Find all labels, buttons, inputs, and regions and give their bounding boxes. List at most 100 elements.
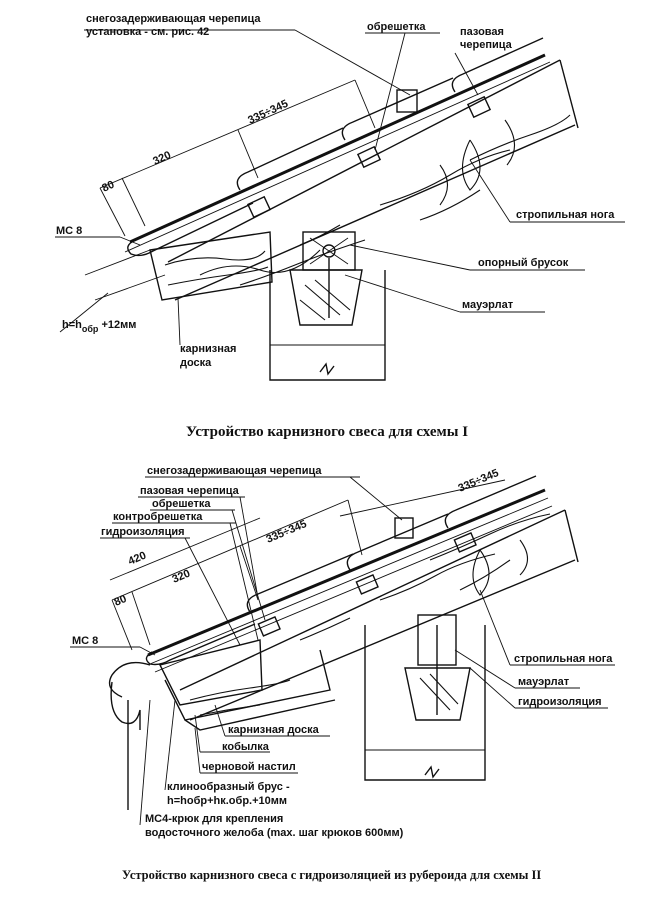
tile-2 (236, 127, 344, 191)
leader2-rafter (479, 589, 511, 666)
leader-batten (374, 32, 406, 151)
tile-3 (341, 77, 454, 141)
leader-rafter (469, 159, 511, 223)
h-dim-line-top (84, 249, 151, 276)
leader2-groove (239, 496, 259, 599)
batten2-1 (257, 616, 281, 637)
dim2-80-label: 80 (112, 593, 128, 609)
leader2-eaves (214, 704, 226, 737)
rafter2-end-cut (564, 509, 579, 563)
tile2-4 (444, 475, 537, 529)
leader2-wedge (164, 699, 176, 791)
support-bar-bolt (322, 244, 336, 258)
diagram-1: 80 320 335÷345 снегозадерживающая черепи… (55, 13, 625, 381)
dim2-335b-label: 335÷345 (456, 467, 500, 495)
leader2-ms8 (139, 646, 156, 656)
label-eaves-board-1: карнизная (180, 343, 236, 355)
label2-snow-tile: снегозадерживающая черепица (147, 465, 322, 477)
h-leader (59, 292, 109, 333)
snow-tile-block (396, 89, 418, 113)
dim2-ext-3 (239, 545, 259, 601)
eaves2-grain (189, 679, 291, 716)
dim-ext-1 (99, 187, 126, 237)
label2-batten: обрешетка (152, 498, 211, 510)
leader-mauerlat (344, 274, 461, 313)
leader2-counter (229, 522, 259, 641)
label-ms8: МС 8 (56, 225, 82, 237)
rafter2-bottom-edge (189, 559, 576, 721)
dim2-320-label: 320 (170, 568, 192, 586)
label-snow-tile-note: установка - см. рис. 42 (86, 26, 209, 38)
label2-waterproof-right: гидроизоляция (518, 696, 602, 708)
mauerlat (289, 269, 363, 326)
mauerlat2 (404, 667, 471, 721)
label-rafter: стропильная нога (516, 209, 615, 221)
roof-underlay-line (124, 61, 551, 253)
leader2-waterproof (184, 537, 241, 646)
leader2-waterproof-right (469, 667, 516, 709)
rafter-top-edge (167, 59, 561, 263)
batten-2 (356, 145, 382, 169)
dim2-line-upper (339, 479, 506, 517)
dim-line-main (99, 79, 356, 189)
tile-4 (451, 37, 544, 93)
tile2-2 (246, 553, 354, 613)
rafter2-wood-grain (299, 513, 551, 641)
dim2-420-label: 420 (126, 550, 148, 568)
eaves-board (149, 231, 273, 301)
snow-tile-block-2 (394, 517, 414, 539)
leader2-snow (349, 476, 403, 521)
roof2-membrane-line (147, 488, 546, 657)
rafter-bottom-edge (174, 124, 576, 301)
dim2-ext-4 (347, 499, 363, 556)
label2-wedge-2: h=hобр+hк.обр.+10мм (167, 795, 287, 807)
tile2-3 (346, 513, 449, 571)
caption-diagram-1: Устройство карнизного свеса для схемы I (186, 424, 469, 440)
waterproof-line (149, 497, 549, 665)
wall-break (319, 362, 335, 376)
batten2-2 (355, 574, 379, 595)
rafter2-top-edge (179, 509, 566, 691)
dim2-ext-1 (111, 599, 133, 651)
label2-counter-batten: контробрешетка (113, 511, 203, 523)
label-eaves-board-2: доска (180, 357, 212, 369)
dim2-335a-label: 335÷345 (264, 518, 308, 546)
label2-rough-deck: черновой настил (202, 761, 296, 773)
wall (269, 270, 386, 381)
label2-groove-tile: пазовая черепица (140, 485, 240, 497)
caption-diagram-2: Устройство карнизного свеса с гидроизоля… (122, 868, 542, 882)
support-bar-cross-2 (309, 237, 349, 265)
label-batten: обрешетка (367, 21, 426, 33)
label2-kobylka: кобылка (222, 741, 270, 753)
dim-ext-3 (237, 129, 259, 179)
rafter-wood-grain (199, 114, 571, 286)
tile-eave (127, 202, 254, 257)
label2-eaves-board: карнизная доска (228, 724, 320, 736)
label2-wedge-1: клинообразный брус - (167, 781, 290, 793)
eaves-board-grain (164, 250, 269, 286)
dim-320-label: 320 (151, 149, 173, 168)
counter-batten-line (154, 505, 553, 673)
leader-groove-tile (454, 52, 479, 96)
rafter-knots (439, 119, 516, 206)
wall2 (364, 625, 486, 781)
dim-ext-2 (121, 177, 146, 227)
rafter2-knots (472, 539, 529, 596)
roof-membrane-line (129, 53, 546, 244)
label-h-formula: h=hобр +12мм (62, 319, 136, 334)
label2-hook-1: МС4-крюк для крепления (145, 813, 283, 825)
label-groove-tile-1: пазовая (460, 26, 504, 38)
wall2-break (424, 765, 440, 779)
label2-mauerlat: мауэрлат (518, 676, 570, 688)
diagram-2: 80 320 420 335÷345 335÷345 снегозадерж (70, 465, 615, 839)
dim-ext-4 (354, 79, 376, 129)
batten-1 (246, 195, 272, 219)
label2-waterproof-top: гидроизоляция (101, 526, 185, 538)
dim2-ext-2 (131, 591, 151, 646)
dim2-line-420 (109, 517, 261, 581)
label-support-bar: опорный брусок (478, 257, 569, 269)
dim-80-label: 80 (100, 179, 116, 195)
batten2-3 (453, 532, 477, 553)
dim2-line-lower (111, 499, 349, 601)
h-dim-line-bottom (94, 274, 166, 301)
